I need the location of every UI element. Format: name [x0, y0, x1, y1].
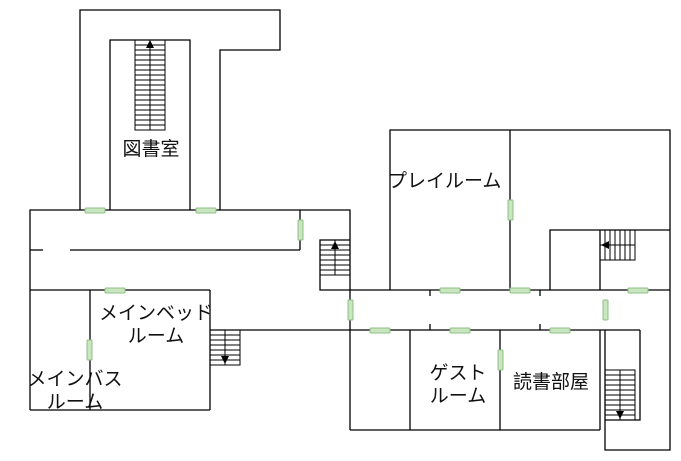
label-line: メインバス: [27, 368, 123, 390]
door[interactable]: [195, 207, 217, 214]
library-stairs: [134, 39, 166, 131]
arrow-up-icon: [331, 241, 339, 249]
door[interactable]: [627, 287, 649, 294]
label-line: ルーム: [46, 391, 104, 413]
bedroom-stairs: [209, 329, 241, 366]
room-label-guest-room: ゲスト ルーム: [420, 362, 496, 408]
arrow-up-icon: [146, 40, 154, 48]
door[interactable]: [347, 299, 354, 321]
door[interactable]: [507, 199, 514, 221]
door[interactable]: [84, 207, 106, 214]
arrow-down-icon: [616, 411, 624, 419]
room-label-main-bedroom: メインベッド ルーム: [94, 302, 218, 348]
east-stairs: [599, 229, 636, 261]
label-line: メインベッド: [98, 302, 213, 324]
doors: [84, 199, 649, 371]
door[interactable]: [86, 339, 93, 361]
door[interactable]: [449, 327, 471, 334]
door[interactable]: [549, 327, 571, 334]
arrow-down-icon: [221, 356, 229, 364]
label-line: ルーム: [127, 325, 185, 347]
door[interactable]: [602, 299, 609, 321]
door[interactable]: [297, 219, 304, 241]
arrow-left-icon: [601, 241, 609, 249]
room-label-reading-room: 読書部屋: [512, 371, 589, 393]
door[interactable]: [439, 287, 461, 294]
door[interactable]: [509, 287, 531, 294]
door[interactable]: [104, 287, 126, 294]
room-label-library: 図書室: [122, 138, 180, 160]
room-label-playroom: プレイルーム: [388, 170, 502, 192]
southeast-stairs: [604, 369, 636, 421]
door[interactable]: [369, 327, 391, 334]
room-label-main-bathroom: メインバス ルーム: [22, 368, 128, 414]
door[interactable]: [497, 349, 504, 371]
label-line: ルーム: [429, 385, 487, 407]
hall-stairs: [319, 239, 351, 276]
label-line: ゲスト: [429, 362, 487, 384]
